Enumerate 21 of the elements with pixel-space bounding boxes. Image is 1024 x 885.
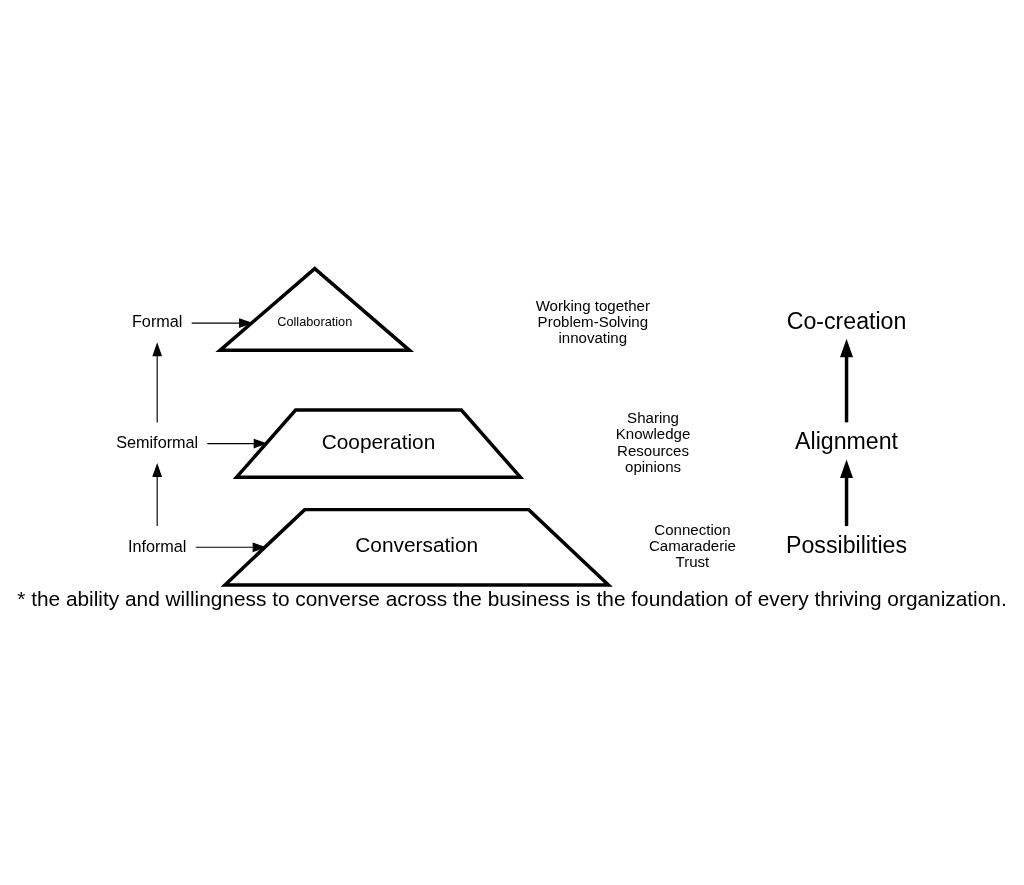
arrow <box>840 338 854 422</box>
arrow <box>206 438 268 448</box>
node-text: Semiformal <box>116 432 199 451</box>
node-label: Camaraderie <box>648 536 736 554</box>
node-text: Informal <box>127 536 187 555</box>
node-label: opinions <box>625 457 682 475</box>
node-label: Sharing <box>627 408 679 426</box>
caption: * the ability and willingness to converse across the business is the foundation of every thriving organization. <box>17 586 1007 610</box>
arrow <box>152 341 163 423</box>
node-label: innovating <box>558 328 628 346</box>
node-text: Possibilities <box>786 531 908 558</box>
node-text: Co-creation <box>786 307 907 334</box>
node-label: Trust <box>675 552 710 570</box>
arrow <box>195 541 267 552</box>
arrow <box>152 462 163 527</box>
arrow <box>840 458 854 526</box>
node-label: Resources <box>617 441 690 459</box>
node-text: Alignment <box>795 427 899 454</box>
node-text: Formal <box>131 311 183 330</box>
node-label: Connection <box>654 520 731 538</box>
node-label: Working together <box>535 296 650 314</box>
